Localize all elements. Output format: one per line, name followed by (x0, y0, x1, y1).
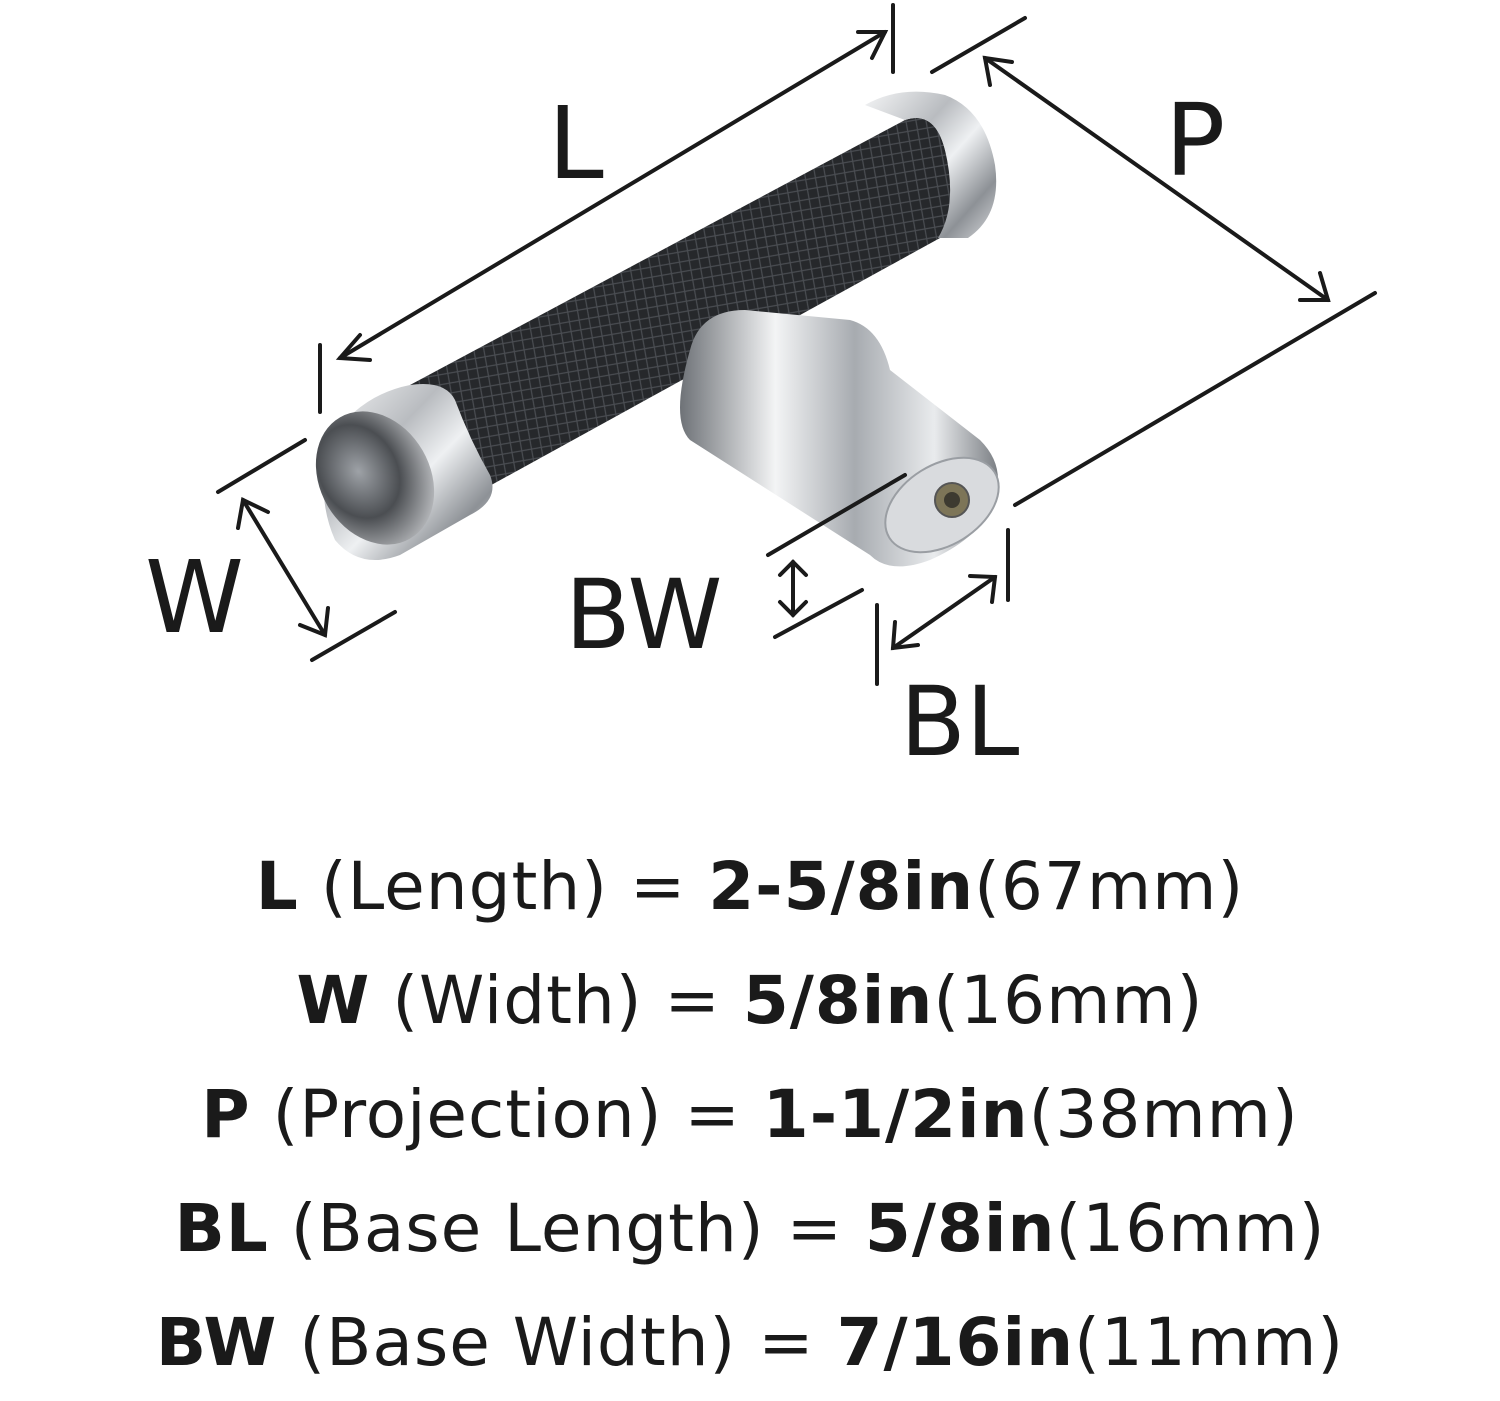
spec-imperial: 7/16in (836, 1304, 1075, 1381)
spec-metric: (16mm) (933, 962, 1204, 1039)
spec-imperial: 5/8in (742, 962, 934, 1039)
spec-row-base-length: BL (Base Length) = 5/8in(16mm) (0, 1172, 1500, 1286)
spec-equals: = (684, 1076, 741, 1153)
l-arrow-left (335, 333, 372, 362)
screw-hole-core (944, 492, 960, 508)
dimension-lines (216, 3, 1377, 686)
spec-row-length: L (Length) = 2-5/8in(67mm) (0, 830, 1500, 944)
spec-code: W (296, 962, 371, 1039)
spec-equals: = (786, 1190, 843, 1267)
spec-equals: = (758, 1304, 815, 1381)
p-arrow-top (982, 55, 1014, 87)
spec-equals: = (664, 962, 721, 1039)
w-arrow-bottom (298, 606, 330, 638)
spec-imperial: 1-1/2in (762, 1076, 1029, 1153)
dimension-specs: L (Length) = 2-5/8in(67mm) W (Width) = 5… (0, 830, 1500, 1400)
knurled-grip (405, 118, 961, 510)
left-end-face (315, 411, 435, 545)
spec-metric: (16mm) (1055, 1190, 1326, 1267)
bw-extension-top (766, 473, 907, 557)
spec-code: P (201, 1076, 251, 1153)
w-arrow-top (236, 497, 270, 530)
spec-name: (Base Length) (290, 1190, 765, 1267)
bl-dimension-line (891, 575, 997, 650)
w-dimension-line (241, 498, 327, 637)
spec-name: (Length) (320, 848, 608, 925)
p-extension-bottom (1013, 291, 1377, 507)
w-extension-bottom (310, 610, 397, 662)
spec-imperial: 2-5/8in (708, 848, 975, 925)
spec-name: (Width) (392, 962, 643, 1039)
dim-label-p: P (1165, 82, 1225, 199)
bw-arrow-bottom (778, 600, 808, 618)
spec-metric: (11mm) (1074, 1304, 1345, 1381)
l-dimension-line (338, 30, 887, 360)
bl-arrow-left (890, 620, 920, 651)
spec-code: L (255, 848, 299, 925)
p-dimension-line (983, 56, 1330, 302)
dim-label-bw: BW (565, 559, 722, 671)
l-arrow-right (856, 30, 889, 60)
right-end-cap (865, 91, 997, 239)
t-bar-knob-diagram: L P W BW BL (145, 3, 1377, 778)
spec-name: (Projection) (272, 1076, 663, 1153)
spec-equals: = (629, 848, 687, 925)
bl-arrow-right (968, 574, 998, 604)
spec-name: (Base Width) (299, 1304, 737, 1381)
spec-imperial: 5/8in (864, 1190, 1056, 1267)
dim-label-l: L (548, 85, 604, 202)
spec-code: BL (174, 1190, 269, 1267)
dim-label-w: W (145, 539, 244, 656)
bw-arrow-top (778, 559, 808, 577)
spec-code: BW (155, 1304, 278, 1381)
spec-row-projection: P (Projection) = 1-1/2in(38mm) (0, 1058, 1500, 1172)
spec-row-base-width: BW (Base Width) = 7/16in(11mm) (0, 1286, 1500, 1400)
spec-metric: (67mm) (974, 848, 1245, 925)
spec-metric: (38mm) (1028, 1076, 1299, 1153)
p-arrow-bottom (1298, 271, 1331, 302)
bw-extension-bottom (773, 588, 864, 639)
spec-row-width: W (Width) = 5/8in(16mm) (0, 944, 1500, 1058)
w-extension-top (216, 438, 307, 494)
p-extension-top (930, 16, 1027, 74)
knob-body (315, 91, 1000, 567)
dim-label-bl: BL (900, 666, 1019, 778)
